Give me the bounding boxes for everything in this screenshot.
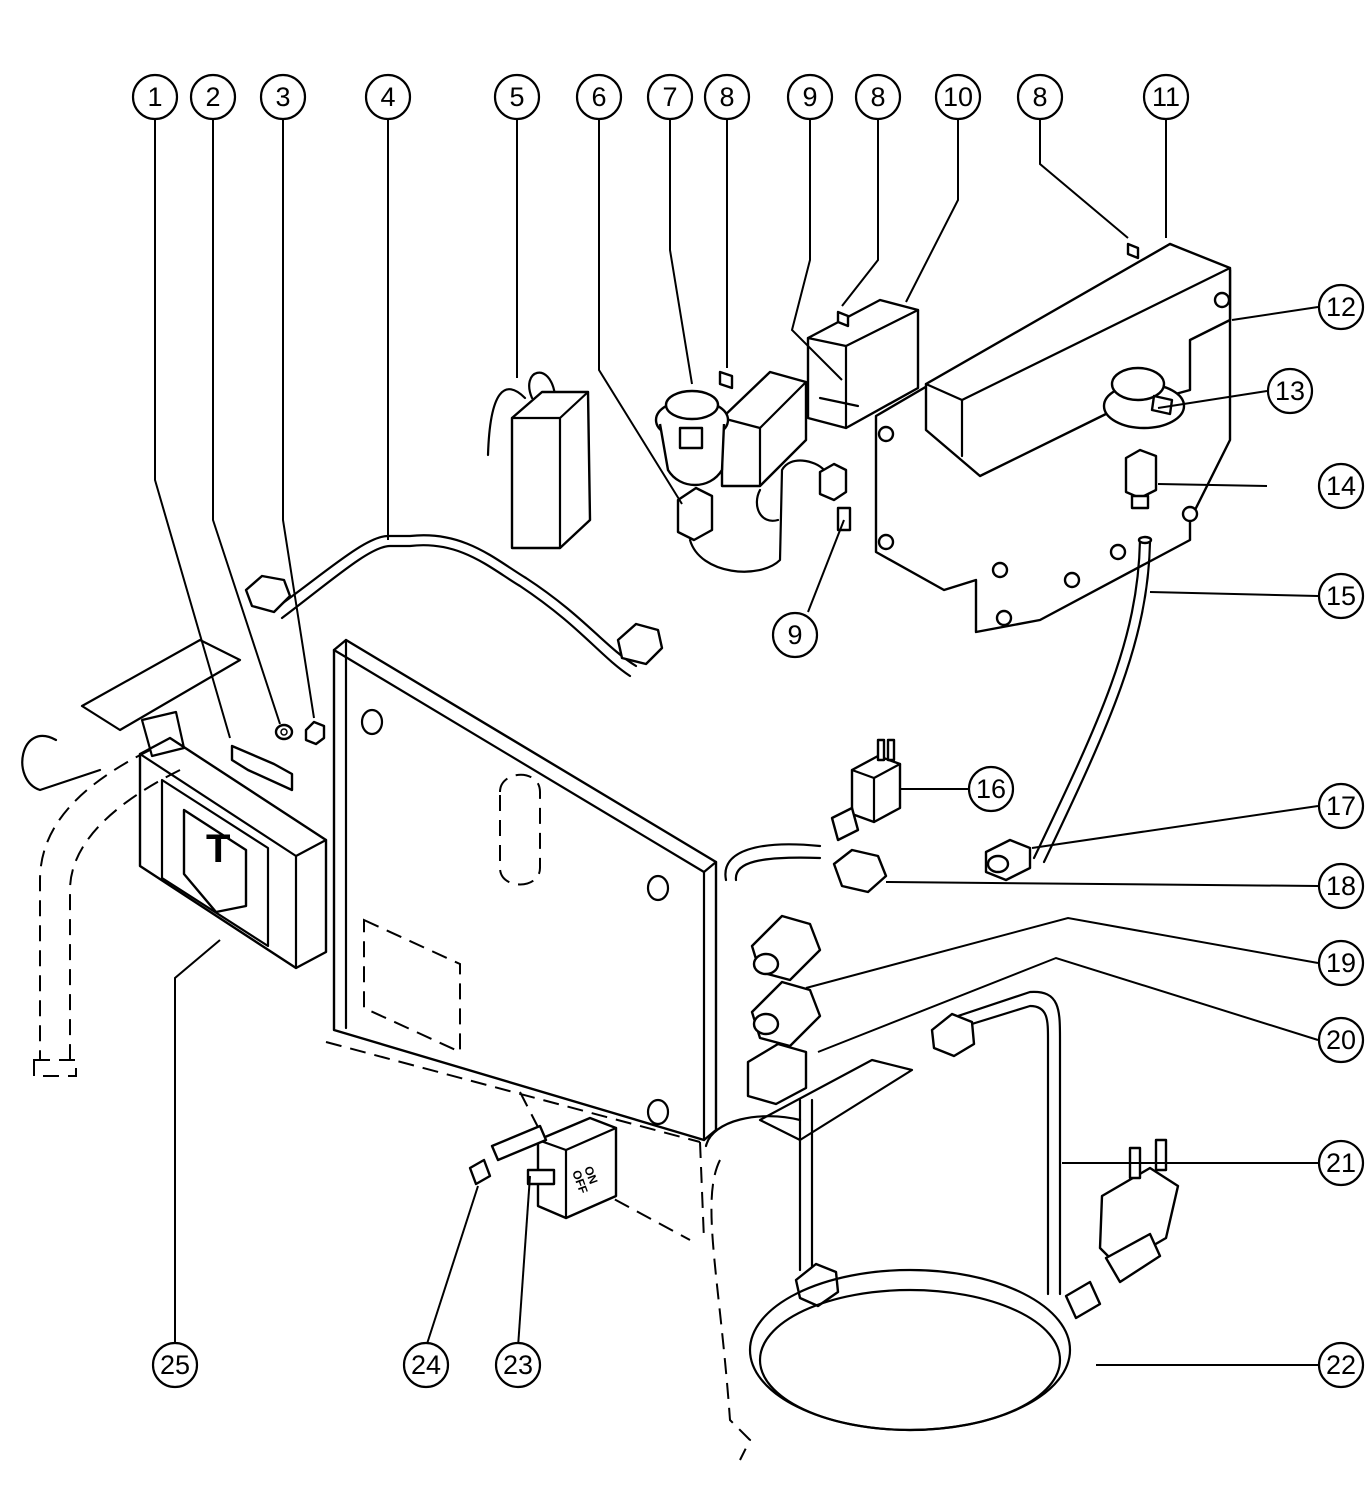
callout-9: 9 <box>786 73 834 121</box>
callout-4: 4 <box>364 73 412 121</box>
callout-8: 8 <box>703 73 751 121</box>
part-17-nut <box>984 838 1032 882</box>
callout-12: 12 <box>1317 283 1365 331</box>
callout-5: 5 <box>493 73 541 121</box>
callout-19: 19 <box>1317 939 1365 987</box>
svg-text:15: 15 <box>1326 581 1356 611</box>
svg-text:16: 16 <box>976 774 1006 804</box>
part-12-mounting-plate <box>874 242 1232 634</box>
svg-text:6: 6 <box>591 82 606 112</box>
svg-text:2: 2 <box>205 82 220 112</box>
svg-text:12: 12 <box>1326 292 1356 322</box>
callout-16: 16 <box>967 765 1015 813</box>
part-25-logo-enclosure: T <box>138 736 328 970</box>
callout-22: 22 <box>1317 1341 1365 1389</box>
callout-9: 9 <box>771 611 819 659</box>
part-16-micro-switch <box>830 738 902 842</box>
callout-23: 23 <box>494 1341 542 1389</box>
svg-text:13: 13 <box>1275 376 1305 406</box>
callout-17: 17 <box>1317 782 1365 830</box>
svg-text:19: 19 <box>1326 948 1356 978</box>
svg-text:5: 5 <box>509 82 524 112</box>
part-23-toggle-switch: ON OFF <box>526 1116 618 1220</box>
svg-text:14: 14 <box>1326 471 1356 501</box>
callout-10: 10 <box>934 73 982 121</box>
part-18-hose-fittings <box>704 843 1180 1461</box>
callout-13: 13 <box>1266 367 1314 415</box>
callout-8: 8 <box>1016 73 1064 121</box>
callout-14: 14 <box>1317 462 1365 510</box>
svg-text:21: 21 <box>1326 1148 1356 1178</box>
svg-text:20: 20 <box>1326 1025 1356 1055</box>
callout-1: 1 <box>131 73 179 121</box>
callout-18: 18 <box>1317 862 1365 910</box>
callout-21: 21 <box>1317 1139 1365 1187</box>
part-2-washer <box>274 723 294 741</box>
callout-6: 6 <box>575 73 623 121</box>
svg-text:22: 22 <box>1326 1350 1356 1380</box>
svg-text:24: 24 <box>411 1350 441 1380</box>
switch-on-label: ON <box>581 1164 600 1186</box>
part-7-gas-valve-assembly <box>654 370 852 573</box>
callout-7: 7 <box>646 73 694 121</box>
callout-24: 24 <box>402 1341 450 1389</box>
callout-25: 25 <box>151 1341 199 1389</box>
svg-text:9: 9 <box>802 82 817 112</box>
svg-text:11: 11 <box>1152 82 1180 112</box>
svg-text:9: 9 <box>787 620 802 650</box>
callout-11: 11 <box>1142 73 1190 121</box>
svg-text:17: 17 <box>1326 791 1356 821</box>
callout-20: 20 <box>1317 1016 1365 1064</box>
phantom-hose-left <box>21 638 242 1077</box>
svg-text:25: 25 <box>160 1350 190 1380</box>
svg-text:3: 3 <box>275 82 290 112</box>
logo-letter: T <box>206 827 230 871</box>
part-4-gas-tube <box>244 534 664 678</box>
part-3-nut <box>304 720 326 746</box>
svg-text:8: 8 <box>719 82 734 112</box>
svg-text:8: 8 <box>1032 82 1047 112</box>
part-24-pin <box>468 1124 548 1186</box>
part-15-tube <box>1032 535 1153 864</box>
leader-lines <box>154 120 1319 1366</box>
callout-15: 15 <box>1317 572 1365 620</box>
svg-text:18: 18 <box>1326 871 1356 901</box>
svg-text:7: 7 <box>662 82 677 112</box>
svg-text:8: 8 <box>870 82 885 112</box>
svg-text:4: 4 <box>380 82 395 112</box>
callout-8: 8 <box>854 73 902 121</box>
part-10-control-module <box>718 242 1140 430</box>
svg-text:10: 10 <box>943 82 973 112</box>
part-5-battery-pack <box>486 371 592 550</box>
callout-2: 2 <box>189 73 237 121</box>
callout-3: 3 <box>259 73 307 121</box>
svg-text:23: 23 <box>503 1350 533 1380</box>
svg-text:1: 1 <box>147 82 162 112</box>
